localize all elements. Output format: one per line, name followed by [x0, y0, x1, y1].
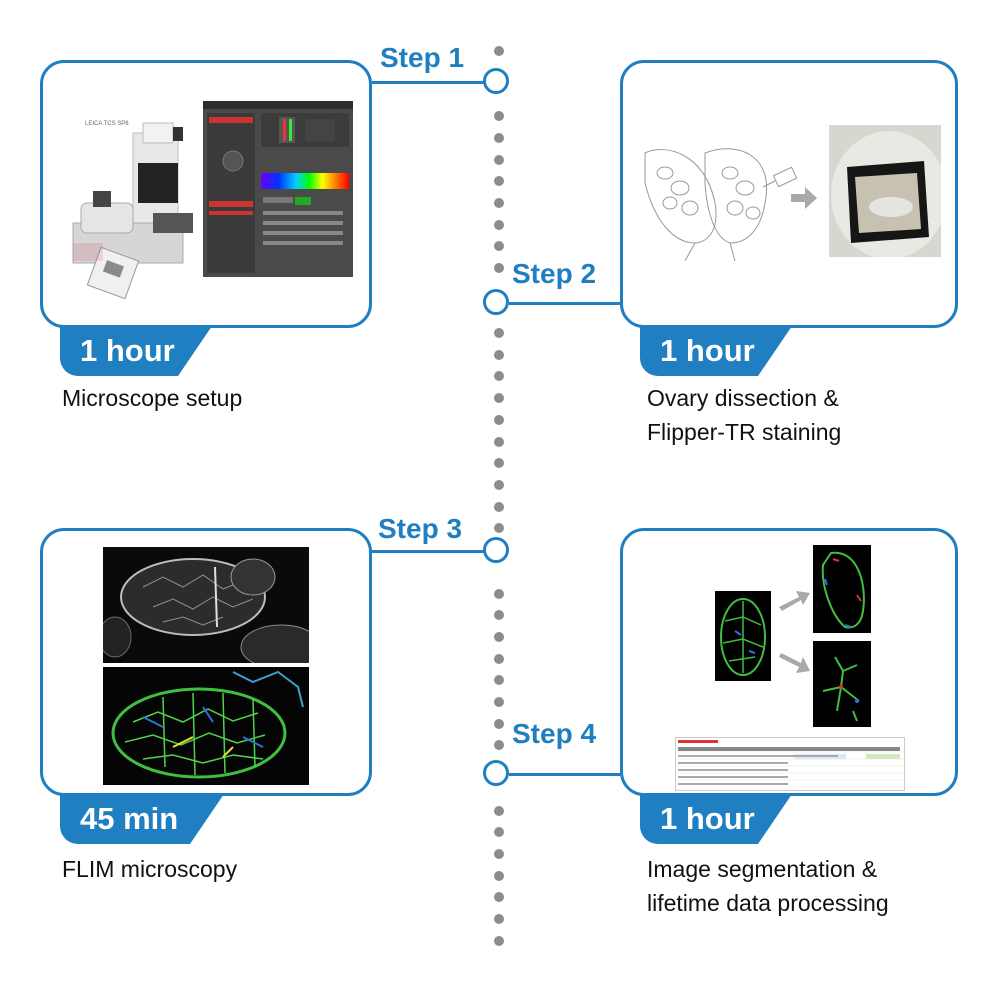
timeline-dot: [494, 827, 504, 837]
step-3-connector: [372, 550, 485, 553]
timeline-dot: [494, 632, 504, 642]
timeline-dot: [494, 480, 504, 490]
timeline-dot: [494, 936, 504, 946]
arrow-right-icon: [791, 187, 817, 209]
step-3-label: Step 3: [378, 513, 463, 544]
timeline-dot: [494, 371, 504, 381]
timeline-dot: [494, 198, 504, 208]
timeline-dot: [494, 719, 504, 729]
timeline-dot: [494, 241, 504, 251]
timeline-dot: [494, 46, 504, 56]
arrow-down-right-icon: [779, 653, 810, 673]
timeline-dot: [494, 176, 504, 186]
step-4-description: Image segmentation & lifetime data proce…: [647, 852, 889, 920]
step-4-description-line-1: Image segmentation &: [647, 856, 878, 882]
timeline-dot: [494, 133, 504, 143]
timeline-dot: [494, 675, 504, 685]
timeline-dot: [494, 111, 504, 121]
timeline-dot: [494, 328, 504, 338]
timeline-dot: [494, 740, 504, 750]
step-3-duration-badge: 45 min: [60, 794, 224, 844]
timeline-dot: [494, 437, 504, 447]
step-1-description: Microscope setup: [62, 381, 242, 415]
step-4-description-line-2: lifetime data processing: [647, 890, 889, 916]
timeline-dot: [494, 914, 504, 924]
step-4-connector: [509, 773, 621, 776]
flim-color-image: [103, 667, 309, 785]
segmentation-outline-image: [813, 545, 871, 633]
timeline-dot: [494, 654, 504, 664]
timeline-dot: [494, 220, 504, 230]
step-1-duration-badge: 1 hour: [60, 326, 212, 376]
step-4-duration-badge: 1 hour: [640, 794, 792, 844]
step-2-connector: [509, 302, 621, 305]
timeline-dot: [494, 589, 504, 599]
timeline-dot: [494, 610, 504, 620]
step-2-description-line-2: Flipper-TR staining: [647, 419, 842, 445]
step-3-description: FLIM microscopy: [62, 852, 237, 886]
timeline-dot: [494, 155, 504, 165]
step-1-node: [483, 68, 509, 94]
timeline-dot: [494, 393, 504, 403]
step-4-card: [620, 528, 958, 796]
timeline-dot: [494, 871, 504, 881]
step-1-connector: [372, 81, 485, 84]
step-2-label: Step 2: [512, 258, 597, 289]
step-1-card: LEICA TCS SP8: [40, 60, 372, 328]
step-2-description-line-1: Ovary dissection &: [647, 385, 839, 411]
step-3-card: [40, 528, 372, 796]
step-2-card: [620, 60, 958, 328]
timeline-dot: [494, 806, 504, 816]
step-2-duration-badge: 1 hour: [640, 326, 792, 376]
arrow-up-right-icon: [779, 591, 810, 611]
microscope-brand-label: LEICA TCS SP8: [85, 121, 129, 127]
timeline-dot: [494, 502, 504, 512]
timeline-dot: [494, 458, 504, 468]
microscope-photo: LEICA TCS SP8: [63, 103, 203, 303]
timeline-dot: [494, 415, 504, 425]
step-4-node: [483, 760, 509, 786]
step-2-description: Ovary dissection & Flipper-TR staining: [647, 381, 841, 449]
software-screenshot: [203, 101, 353, 277]
step-3-node: [483, 537, 509, 563]
step-3-description-line-1: FLIM microscopy: [62, 856, 238, 882]
staining-chamber-photo: [829, 125, 941, 257]
step-4-label: Step 4: [512, 718, 597, 749]
segmentation-junctions-image: [813, 641, 871, 727]
timeline-dot: [494, 350, 504, 360]
timeline-dot: [494, 697, 504, 707]
step-2-node: [483, 289, 509, 315]
segmentation-input-image: [715, 591, 771, 681]
timeline-dot: [494, 263, 504, 273]
timeline-dot: [494, 892, 504, 902]
step-1-description-line-1: Microscope setup: [62, 385, 243, 411]
step-1-label: Step 1: [380, 42, 465, 73]
timeline-dot: [494, 523, 504, 533]
ovary-drawing: [635, 143, 815, 263]
lifetime-spreadsheet: [675, 737, 905, 791]
timeline-dot: [494, 849, 504, 859]
confocal-grayscale-image: [103, 547, 309, 663]
